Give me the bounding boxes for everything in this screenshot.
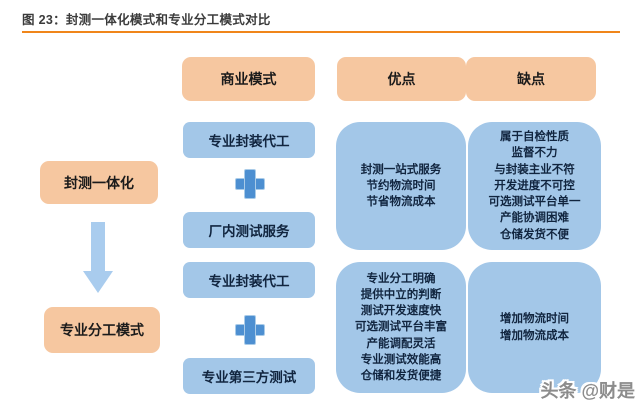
component-box: 厂内测试服务 bbox=[183, 212, 315, 248]
down-arrow-icon bbox=[83, 222, 113, 293]
column-header-business-model: 商业模式 bbox=[182, 57, 315, 101]
title-rule bbox=[22, 31, 620, 33]
component-box: 专业封装代工 bbox=[183, 122, 315, 158]
figure-title: 图 23：封测一体化模式和专业分工模式对比 bbox=[22, 13, 271, 27]
disadvantages-box: 属于自检性质 监督不力 与封装主业不符 开发进度不可控 可选测试平台单一 产能协… bbox=[468, 122, 601, 250]
advantages-box: 专业分工明确 提供中立的判断 测试开发速度快 可选测试平台丰富 产能调配灵活 专… bbox=[336, 262, 466, 393]
column-header-disadvantages: 缺点 bbox=[466, 57, 596, 101]
down-arrow-head bbox=[83, 271, 113, 293]
down-arrow-stem bbox=[91, 222, 105, 271]
component-box: 专业封装代工 bbox=[183, 262, 315, 298]
component-box: 专业第三方测试 bbox=[183, 358, 315, 394]
plus-icon bbox=[235, 315, 265, 345]
mode-box-integrated: 封测一体化 bbox=[40, 161, 158, 204]
watermark: 头条 @财是 bbox=[540, 381, 635, 401]
column-header-advantages: 优点 bbox=[337, 57, 466, 101]
plus-icon bbox=[235, 169, 265, 199]
disadvantages-box: 增加物流时间 增加物流成本 bbox=[468, 262, 601, 393]
advantages-box: 封测一站式服务 节约物流时间 节省物流成本 bbox=[336, 122, 466, 250]
mode-box-division: 专业分工模式 bbox=[44, 307, 160, 353]
